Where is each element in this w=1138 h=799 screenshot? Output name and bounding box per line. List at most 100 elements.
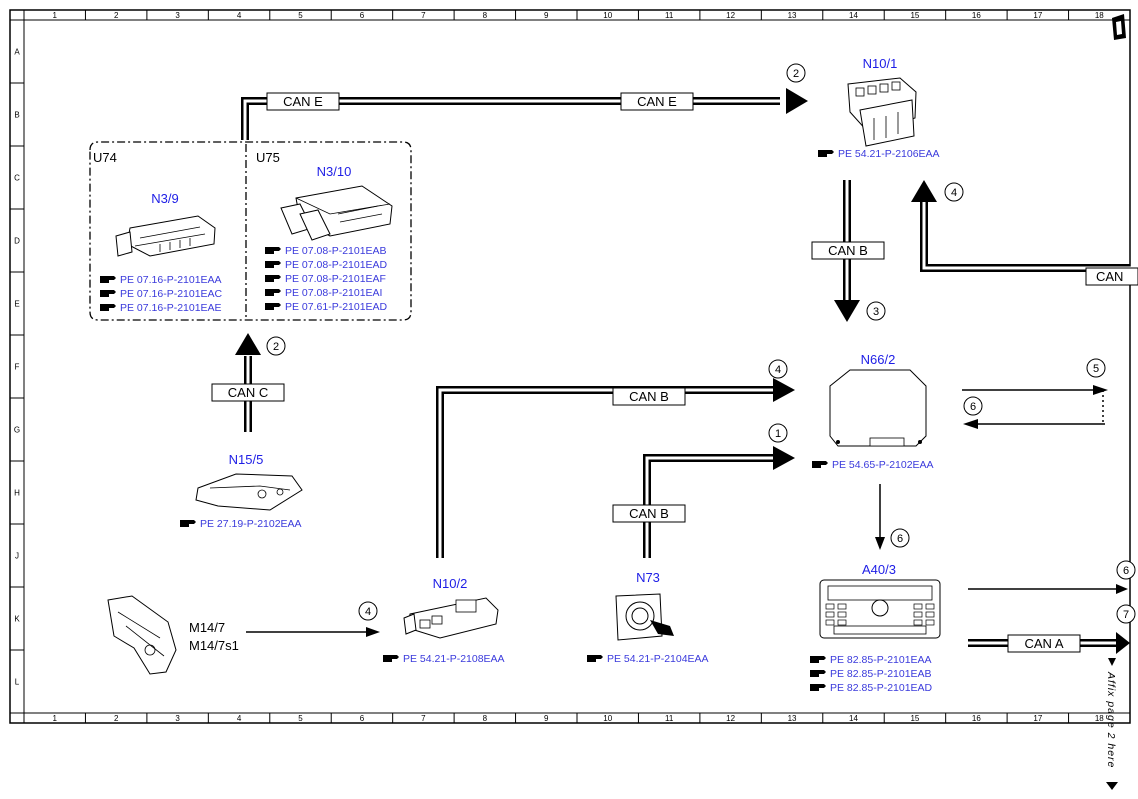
- can-b-label-n73: CAN B: [612, 504, 686, 523]
- n10-2-component: N10/2 PE 54.21-P-2108EAA: [383, 576, 505, 665]
- circle-marker: 4: [358, 601, 378, 621]
- circle-marker: 4: [768, 359, 788, 379]
- document-ref-icon: [265, 261, 281, 268]
- svg-text:2: 2: [273, 341, 279, 353]
- can-b-label-vertical: CAN B: [811, 241, 885, 260]
- svg-text:Affix page 2 here: Affix page 2 here: [1105, 671, 1117, 768]
- svg-text:3: 3: [873, 306, 879, 318]
- document-ref-icon: [100, 276, 116, 283]
- document-ref-link: PE 07.16-P-2101EAA: [120, 274, 222, 286]
- ruler-letter: J: [15, 552, 19, 561]
- n66-2-label: N66/2: [861, 352, 896, 367]
- a40-3-label: A40/3: [862, 562, 896, 577]
- ruler-letter: K: [14, 615, 20, 624]
- ruler-number: 13: [788, 714, 797, 723]
- n10-1-refs: PE 54.21-P-2106EAA: [818, 148, 940, 160]
- u74-label: U74: [93, 150, 117, 165]
- n3-10-label: N3/10: [317, 164, 352, 179]
- ruler-number: 4: [237, 11, 242, 20]
- ruler-letter: D: [14, 237, 20, 246]
- svg-text:6: 6: [1123, 565, 1129, 577]
- ruler-letter: L: [15, 678, 20, 687]
- document-ref-link: PE 54.65-P-2102EAA: [832, 459, 934, 471]
- ruler-letter: B: [14, 111, 19, 120]
- n3-10-ecu-drawing: [280, 185, 393, 241]
- ruler-number: 12: [726, 714, 735, 723]
- ruler-number: 18: [1095, 714, 1104, 723]
- circle-marker: 3: [866, 301, 886, 321]
- document-ref-icon: [265, 303, 281, 310]
- can-label-right-edge: CAN: [1085, 267, 1138, 286]
- circle-marker: 6: [890, 528, 910, 548]
- u75-label: U75: [256, 150, 280, 165]
- svg-text:CAN E: CAN E: [283, 94, 323, 109]
- ruler-number: 3: [175, 714, 180, 723]
- document-ref-link: PE 82.85-P-2101EAD: [830, 682, 933, 694]
- document-ref-icon: [587, 655, 603, 662]
- u75-refs: PE 07.08-P-2101EAB PE 07.08-P-2101EAD PE 0…: [265, 245, 388, 313]
- document-ref-link: PE 82.85-P-2101EAA: [830, 654, 932, 666]
- m14-7-drawing: [107, 595, 177, 675]
- n73-label: N73: [636, 570, 660, 585]
- n15-5-component: N15/5 PE 27.19-P-2102EAA: [180, 452, 303, 530]
- n73-component: N73 PE 54.21-P-2104EAA: [587, 570, 709, 665]
- engine-ecu-group: U74 U75 N3/9 N3/10 PE 07.16-P-2101EAA PE …: [89, 141, 412, 321]
- ruler-letter: F: [15, 363, 20, 372]
- ruler-number: 14: [849, 714, 858, 723]
- ruler-number: 13: [788, 11, 797, 20]
- document-ref-link: PE 07.08-P-2101EAD: [285, 259, 388, 271]
- svg-text:CAN E: CAN E: [637, 94, 677, 109]
- n66-2-drawing: [829, 369, 927, 447]
- document-ref-icon: [810, 684, 826, 691]
- svg-text:4: 4: [951, 187, 957, 199]
- document-ref-icon: [812, 461, 828, 468]
- ruler-number: 10: [603, 714, 612, 723]
- m14-7s1-label: M14/7s1: [189, 638, 239, 653]
- n3-9-label: N3/9: [151, 191, 178, 206]
- a40-3-component: A40/3 PE 82.85-P-2101EAA PE 82.85-P-2101E…: [810, 562, 941, 694]
- circle-marker: 4: [944, 182, 964, 202]
- document-ref-link: PE 07.08-P-2101EAF: [285, 273, 386, 285]
- ruler-number: 14: [849, 11, 858, 20]
- circle-marker: 6: [963, 396, 983, 416]
- ruler-number: 11: [665, 714, 674, 723]
- ruler-number: 7: [421, 714, 426, 723]
- ruler-number: 8: [483, 11, 488, 20]
- ruler-number: 17: [1033, 11, 1042, 20]
- svg-text:5: 5: [1093, 363, 1099, 375]
- document-ref-icon: [180, 520, 196, 527]
- document-ref-link: PE 07.08-P-2101EAB: [285, 245, 387, 257]
- can-a-label: CAN A: [1007, 634, 1081, 653]
- circle-marker: 5: [1086, 358, 1106, 378]
- side-note: Affix page 2 here: [1105, 658, 1118, 790]
- ruler-number: 1: [52, 11, 57, 20]
- can-e-label-right: CAN E: [620, 92, 694, 111]
- arrowheads: [235, 88, 1130, 654]
- document-ref-icon: [810, 656, 826, 663]
- frame: [9, 9, 1131, 724]
- n15-5-drawing: [195, 473, 303, 511]
- document-ref-icon: [265, 289, 281, 296]
- ruler-number: 6: [360, 11, 365, 20]
- ruler-number: 5: [298, 714, 303, 723]
- m14-7-component: M14/7 M14/7s1: [107, 595, 239, 675]
- svg-text:CAN A: CAN A: [1024, 636, 1063, 651]
- document-ref-link: PE 54.21-P-2108EAA: [403, 653, 505, 665]
- n10-2-drawing: [403, 597, 499, 639]
- ruler-number: 17: [1033, 714, 1042, 723]
- ruler-number: 2: [114, 714, 119, 723]
- ruler-number: 9: [544, 714, 549, 723]
- n73-refs: PE 54.21-P-2104EAA: [587, 653, 709, 665]
- ruler-number: 15: [910, 11, 919, 20]
- n15-5-refs: PE 27.19-P-2102EAA: [180, 518, 302, 530]
- n15-5-label: N15/5: [229, 452, 264, 467]
- svg-text:CAN B: CAN B: [629, 389, 669, 404]
- ruler-number: 2: [114, 11, 119, 20]
- n10-2-refs: PE 54.21-P-2108EAA: [383, 653, 505, 665]
- n66-2-refs: PE 54.65-P-2102EAA: [812, 459, 934, 471]
- circle-markers: 2 4 3 2 4 1 5 6 6 4 6 7: [266, 63, 1136, 624]
